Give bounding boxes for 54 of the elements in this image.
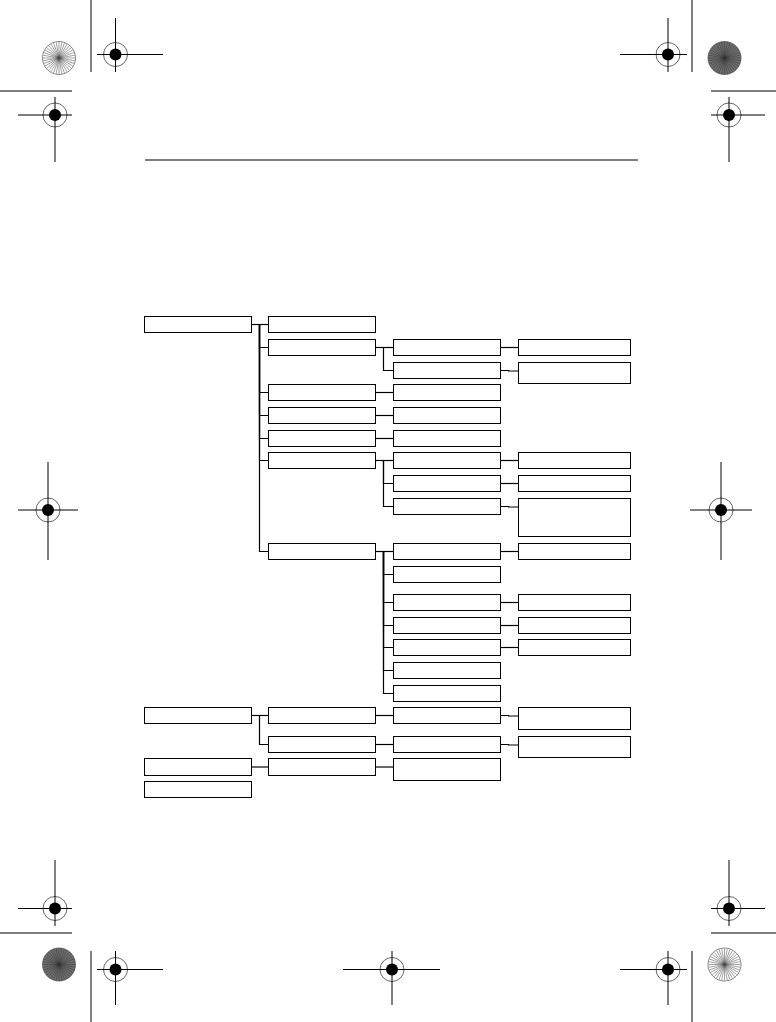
- connector-line: [251, 714, 269, 746]
- connector-line: [251, 323, 269, 553]
- empty-box: [144, 758, 252, 776]
- empty-box: [518, 362, 631, 384]
- empty-box: [518, 639, 631, 656]
- empty-box: [518, 543, 631, 560]
- empty-box: [268, 736, 376, 753]
- empty-box: [393, 407, 501, 424]
- empty-box: [144, 707, 252, 724]
- empty-box: [393, 566, 501, 583]
- empty-box: [268, 430, 376, 447]
- connector-line: [500, 369, 519, 372]
- empty-box: [268, 407, 376, 424]
- empty-box: [393, 685, 501, 702]
- connector-line: [375, 766, 394, 768]
- empty-box: [393, 498, 501, 515]
- empty-box: [518, 617, 631, 634]
- empty-box: [268, 452, 376, 469]
- empty-box: [268, 316, 376, 333]
- empty-box: [518, 498, 631, 537]
- empty-box: [518, 339, 631, 356]
- connector-line: [375, 550, 394, 695]
- empty-box: [393, 452, 501, 469]
- empty-box: [393, 736, 501, 753]
- empty-box: [268, 384, 376, 401]
- empty-box: [518, 707, 631, 730]
- empty-box: [518, 736, 631, 758]
- empty-box: [268, 339, 376, 356]
- empty-box: [393, 475, 501, 492]
- empty-box: [518, 452, 631, 469]
- connector-line: [251, 766, 269, 768]
- empty-box: [144, 316, 252, 333]
- connector-line: [375, 346, 394, 372]
- connector-line: [500, 743, 519, 746]
- empty-box: [393, 430, 501, 447]
- empty-box: [268, 543, 376, 560]
- empty-box: [268, 707, 376, 724]
- empty-box: [518, 594, 631, 611]
- empty-box: [393, 384, 501, 401]
- empty-box: [393, 362, 501, 379]
- empty-box: [393, 543, 501, 560]
- empty-box: [518, 475, 631, 492]
- empty-box: [393, 594, 501, 611]
- empty-box: [393, 758, 501, 781]
- empty-box: [393, 617, 501, 634]
- empty-box: [393, 707, 501, 724]
- empty-box: [393, 662, 501, 679]
- empty-box: [144, 781, 252, 798]
- empty-box: [393, 639, 501, 656]
- connector-line: [500, 714, 519, 717]
- empty-box: [393, 339, 501, 356]
- empty-box: [268, 758, 376, 776]
- connector-line: [500, 505, 519, 508]
- connector-line: [375, 459, 394, 508]
